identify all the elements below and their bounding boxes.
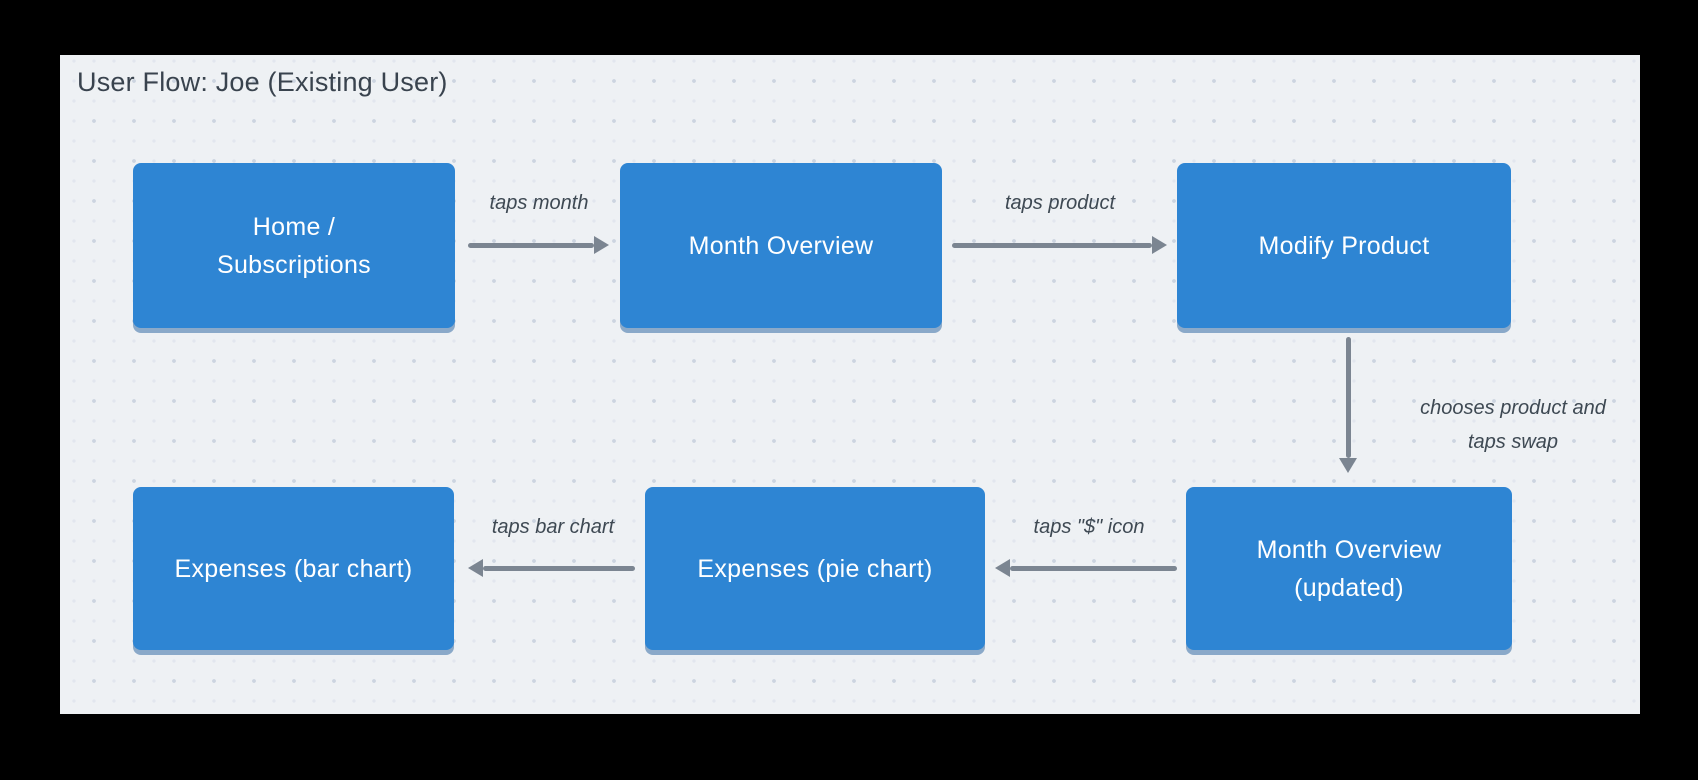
node-label-line: Subscriptions (217, 250, 371, 279)
node-label-line: Home / (252, 212, 336, 241)
node-label-line: Expenses (bar chart) (174, 554, 413, 583)
arrow-shaft (1010, 565, 1177, 571)
arrowhead-right-icon (1152, 236, 1167, 254)
arrowhead-left-icon (468, 559, 483, 577)
edge-label-taps-bar-chart: taps bar chart (491, 516, 615, 538)
edge-label-taps-month: taps month (489, 192, 589, 214)
node-home-subscriptions[interactable]: Home / Subscriptions (133, 163, 455, 328)
node-modify-product[interactable]: Modify Product (1177, 163, 1511, 328)
edge-label-line: chooses product and (1420, 397, 1606, 419)
node-label-line: Expenses (pie chart) (697, 554, 933, 583)
node-label-line: (updated) (1294, 573, 1404, 602)
arrowhead-left-icon (995, 559, 1010, 577)
diagram-title: User Flow: Joe (Existing User) (77, 67, 448, 97)
node-month-overview[interactable]: Month Overview (620, 163, 942, 328)
node-expenses-bar-chart[interactable]: Expenses (bar chart) (133, 487, 454, 650)
arrow-modify-to-updated[interactable] (1339, 337, 1357, 473)
arrow-month-to-modify[interactable] (952, 236, 1167, 254)
arrowhead-down-icon (1339, 458, 1357, 473)
edge-label-taps-product: taps product (1004, 192, 1116, 214)
arrow-shaft (1345, 337, 1351, 458)
node-month-overview-updated[interactable]: Month Overview (updated) (1186, 487, 1512, 650)
edge-label-taps-dollar-icon: taps "$" icon (1033, 516, 1145, 538)
node-label-line: Modify Product (1258, 231, 1430, 260)
edge-label-chooses-product: chooses product and taps swap (1420, 391, 1606, 459)
arrow-pie-to-bar[interactable] (468, 559, 635, 577)
arrow-home-to-month[interactable] (468, 236, 609, 254)
node-expenses-pie-chart[interactable]: Expenses (pie chart) (645, 487, 985, 650)
arrow-updated-to-pie[interactable] (995, 559, 1177, 577)
arrow-shaft (468, 242, 594, 248)
edge-label-line: taps swap (1467, 431, 1559, 453)
arrow-shaft (483, 565, 635, 571)
node-label-line: Month Overview (1256, 535, 1442, 564)
flow-canvas: User Flow: Joe (Existing User) Home / Su… (60, 55, 1640, 714)
arrow-shaft (952, 242, 1152, 248)
arrowhead-right-icon (594, 236, 609, 254)
node-label-line: Month Overview (688, 231, 874, 260)
